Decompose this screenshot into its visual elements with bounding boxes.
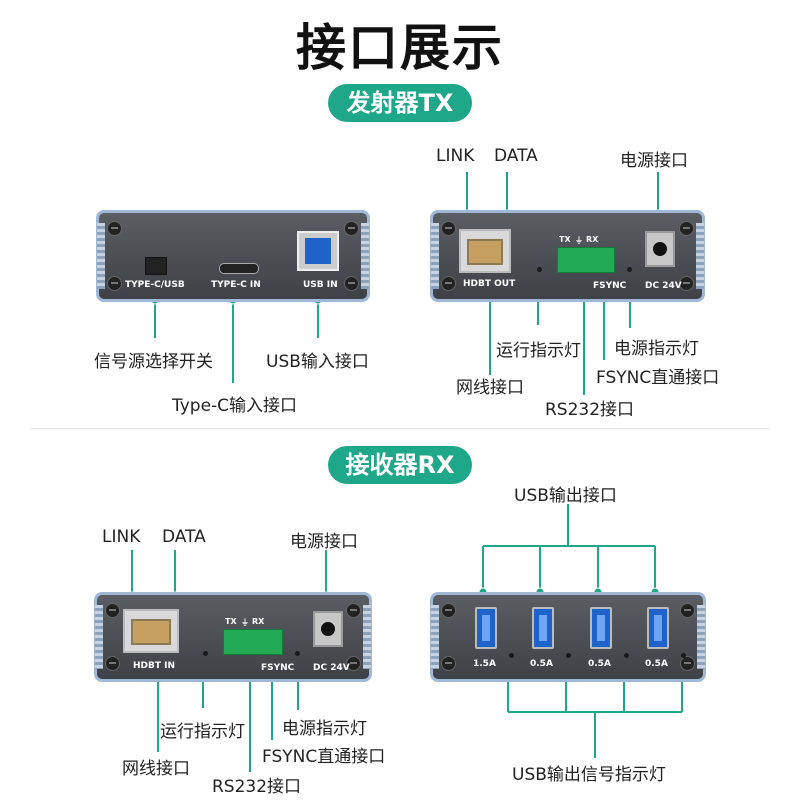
section-divider	[30, 428, 770, 429]
callout-label: FSYNC直通接口	[596, 368, 720, 388]
callout-label: 运行指示灯	[496, 341, 581, 361]
port-label: TYPE-C IN	[211, 280, 261, 290]
dc-power-jack[interactable]	[313, 611, 343, 647]
callout-label: LINK	[436, 146, 475, 166]
usb-a-port-1[interactable]	[475, 607, 497, 649]
rs232-terminal[interactable]	[223, 629, 283, 655]
power-led	[627, 267, 632, 272]
callout-label: USB输出信号指示灯	[512, 765, 666, 785]
callout-label: 运行指示灯	[160, 722, 245, 742]
type-c-port[interactable]	[219, 263, 259, 274]
usb-led	[624, 653, 629, 658]
power-led	[295, 651, 300, 656]
rx-device-front: 1.5A 0.5A 0.5A 0.5A	[430, 592, 706, 682]
callout-label: USB输出接口	[514, 486, 617, 506]
rx-section-pill: 接收器RX	[328, 446, 472, 484]
hdbt-in-port[interactable]	[123, 609, 179, 653]
callout-label: LINK	[102, 527, 141, 547]
callout-label: 网线接口	[122, 759, 190, 779]
port-label: TYPE-C/USB	[125, 280, 185, 290]
usb-led	[509, 653, 514, 658]
callout-label: 信号源选择开关	[94, 352, 213, 372]
tx-section-pill: 发射器TX	[328, 84, 472, 122]
tx-device-front: TYPE-C/USB TYPE-C IN USB IN	[96, 210, 370, 302]
callout-label: 电源接口	[620, 151, 688, 171]
usb-a-port-4[interactable]	[647, 607, 669, 649]
callout-label: FSYNC直通接口	[262, 747, 386, 767]
usb-b-port[interactable]	[297, 231, 339, 271]
rx-device-back: TX ⏚ RX HDBT IN FSYNC DC 24V	[94, 592, 372, 682]
callout-label: 网线接口	[456, 378, 524, 398]
callout-label: Type-C输入接口	[172, 396, 298, 416]
run-led	[203, 651, 208, 656]
rs232-terminal[interactable]	[557, 247, 615, 273]
callout-label: DATA	[494, 146, 538, 166]
dc-power-jack[interactable]	[645, 231, 675, 267]
callout-label: RS232接口	[212, 777, 302, 797]
usb-led	[681, 653, 686, 658]
page-title: 接口展示	[296, 19, 504, 77]
callout-label: 电源指示灯	[614, 339, 699, 359]
run-led	[537, 267, 542, 272]
port-label: USB IN	[303, 280, 338, 290]
usb-a-port-2[interactable]	[532, 607, 554, 649]
callout-label: 电源接口	[290, 532, 358, 552]
usb-led	[566, 653, 571, 658]
hdbt-out-port[interactable]	[459, 229, 511, 273]
callout-label: USB输入接口	[266, 352, 369, 372]
callout-label: 电源指示灯	[282, 719, 367, 739]
source-switch[interactable]	[145, 257, 167, 275]
callout-label: RS232接口	[545, 400, 635, 420]
usb-a-port-3[interactable]	[590, 607, 612, 649]
callout-label: DATA	[162, 527, 206, 547]
tx-device-back: TX ⏚ RX HDBT OUT FSYNC DC 24V	[430, 210, 705, 302]
